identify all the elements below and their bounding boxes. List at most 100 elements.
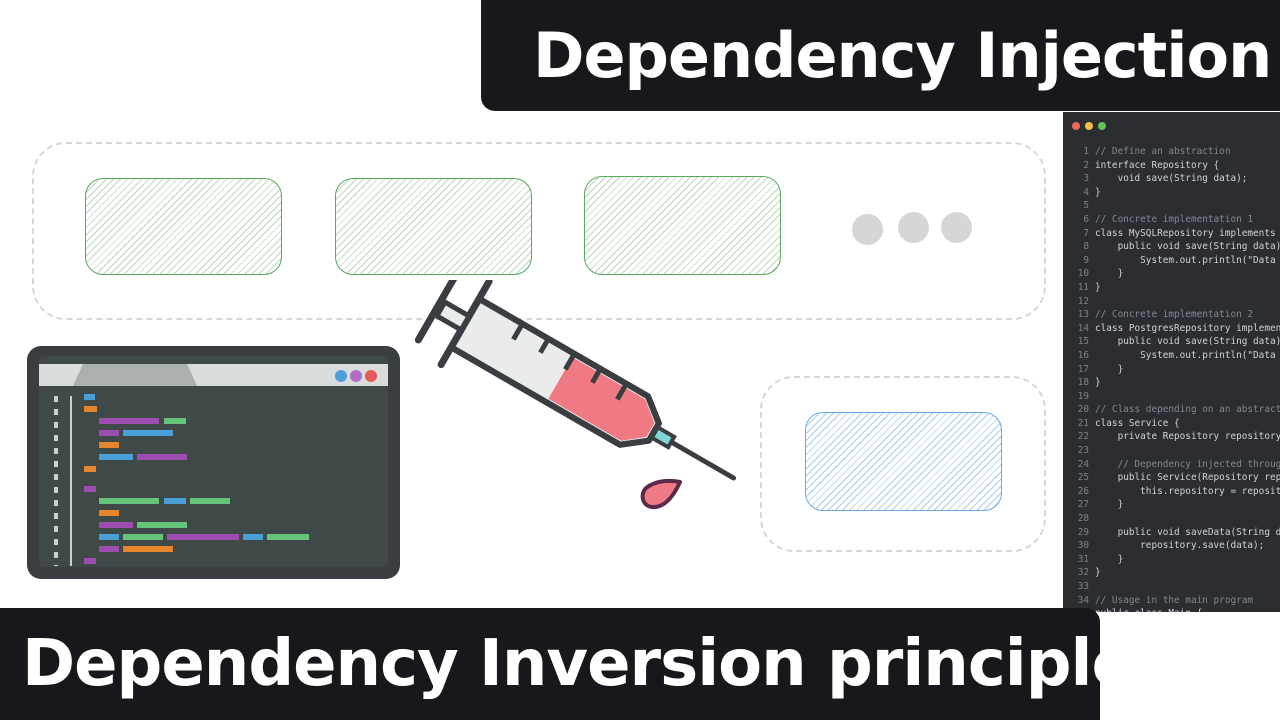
line-number: 32 <box>1077 567 1089 579</box>
line-number: 16 <box>1077 349 1089 361</box>
code-line: 24 // Dependency injected through <box>1069 458 1280 472</box>
line-number: 13 <box>1077 309 1089 321</box>
code-bar <box>137 522 187 528</box>
ellipsis-dot-3 <box>941 212 972 243</box>
code-bar <box>164 498 186 504</box>
line-number: 27 <box>1077 499 1089 511</box>
code-line: 31 } <box>1069 553 1280 567</box>
code-bar <box>123 546 173 552</box>
code-line: 34 // Usage in the main program <box>1069 594 1280 608</box>
code-text: public Service(Repository repo <box>1095 472 1280 484</box>
code-line: 32} <box>1069 566 1280 580</box>
line-number: 4 <box>1083 186 1089 198</box>
code-line: 14 class PostgresRepository implement <box>1069 322 1280 336</box>
line-number: 30 <box>1077 540 1089 552</box>
title-dependency-inversion-principle: Dependency Inversion principle <box>0 608 1135 720</box>
code-line: 30 repository.save(data); <box>1069 539 1280 553</box>
code-text: public void save(String data) <box>1095 336 1280 348</box>
line-number: 23 <box>1077 445 1089 457</box>
code-text: // Class depending on an abstracti <box>1095 404 1280 416</box>
code-text: class MySQLRepository implements R <box>1095 227 1280 239</box>
code-line: 4} <box>1069 186 1280 200</box>
code-line: 8 public void save(String data) <box>1069 240 1280 254</box>
code-line: 11} <box>1069 281 1280 295</box>
code-text: // Usage in the main program <box>1095 594 1254 606</box>
code-bar <box>243 534 263 540</box>
droplet-icon <box>640 478 682 510</box>
line-number: 5 <box>1083 200 1089 212</box>
window-close-dot <box>1072 122 1080 130</box>
line-number: 10 <box>1077 268 1089 280</box>
code-line: 10 } <box>1069 267 1280 281</box>
code-text: // Define an abstraction <box>1095 146 1231 157</box>
code-text: } <box>1095 377 1101 389</box>
code-text: interface Repository { <box>1095 159 1220 171</box>
line-number: 9 <box>1083 254 1089 266</box>
code-text: } <box>1095 499 1124 511</box>
code-bar <box>99 442 119 448</box>
line-number: 8 <box>1083 241 1089 253</box>
code-text: private Repository repository; <box>1095 431 1280 443</box>
window-maximize-dot <box>1098 122 1106 130</box>
code-text: System.out.println("Data s <box>1095 349 1280 361</box>
laptop-tab <box>73 364 197 386</box>
code-text: class PostgresRepository implement <box>1095 322 1280 334</box>
laptop-gutter <box>54 396 58 566</box>
line-number: 31 <box>1077 553 1089 565</box>
code-line: 9 System.out.println("Data s <box>1069 254 1280 268</box>
code-text: // Concrete implementation 2 <box>1095 309 1254 321</box>
code-bar <box>123 430 173 436</box>
component-box-2 <box>335 178 532 275</box>
code-bar <box>99 430 119 436</box>
component-box-3 <box>584 176 781 275</box>
line-number: 11 <box>1077 281 1089 293</box>
ellipsis-dot-2 <box>898 212 929 243</box>
code-bar <box>84 466 96 472</box>
code-text: this.repository = reposito <box>1095 485 1280 497</box>
code-bar <box>137 454 187 460</box>
code-text: } <box>1095 553 1124 565</box>
code-line: 3 void save(String data); <box>1069 172 1280 186</box>
code-line: 25 public Service(Repository repo <box>1069 471 1280 485</box>
code-line: 29 public void saveData(String da <box>1069 526 1280 540</box>
code-line: 15 public void save(String data) <box>1069 335 1280 349</box>
code-line: 1// Define an abstraction <box>1069 145 1280 159</box>
code-bar <box>84 406 97 412</box>
code-line: 20// Class depending on an abstracti <box>1069 403 1280 417</box>
code-line: 26 this.repository = reposito <box>1069 485 1280 499</box>
code-bar <box>99 546 119 552</box>
laptop-gutter-line <box>70 396 72 566</box>
laptop-screen <box>39 356 388 567</box>
dependency-container <box>760 376 1046 552</box>
syringe-icon <box>414 280 737 481</box>
code-text: void save(String data); <box>1095 173 1248 185</box>
code-bar <box>84 486 96 492</box>
line-number: 25 <box>1077 472 1089 484</box>
line-number: 14 <box>1077 322 1089 334</box>
code-bar <box>267 534 309 540</box>
code-bar <box>167 534 239 540</box>
window-minimize-dot <box>1085 122 1093 130</box>
code-text: } <box>1095 281 1101 293</box>
code-bar <box>164 418 186 424</box>
code-text: } <box>1095 363 1124 375</box>
code-bar <box>99 454 133 460</box>
code-bar <box>123 534 163 540</box>
line-number: 26 <box>1077 485 1089 497</box>
code-line: 18} <box>1069 376 1280 390</box>
ellipsis-dot-1 <box>852 214 883 245</box>
code-text: public void saveData(String da <box>1095 526 1280 538</box>
line-number: 34 <box>1077 594 1089 606</box>
code-text: // Concrete implementation 1 <box>1095 213 1254 225</box>
code-bar <box>99 534 119 540</box>
code-line: 27 } <box>1069 498 1280 512</box>
code-text: repository.save(data); <box>1095 540 1265 552</box>
line-number: 24 <box>1077 458 1089 470</box>
code-line: 6// Concrete implementation 1 <box>1069 213 1280 227</box>
code-text: // Dependency injected through <box>1095 458 1280 470</box>
line-number: 29 <box>1077 526 1089 538</box>
laptop-dot-red <box>365 370 377 382</box>
